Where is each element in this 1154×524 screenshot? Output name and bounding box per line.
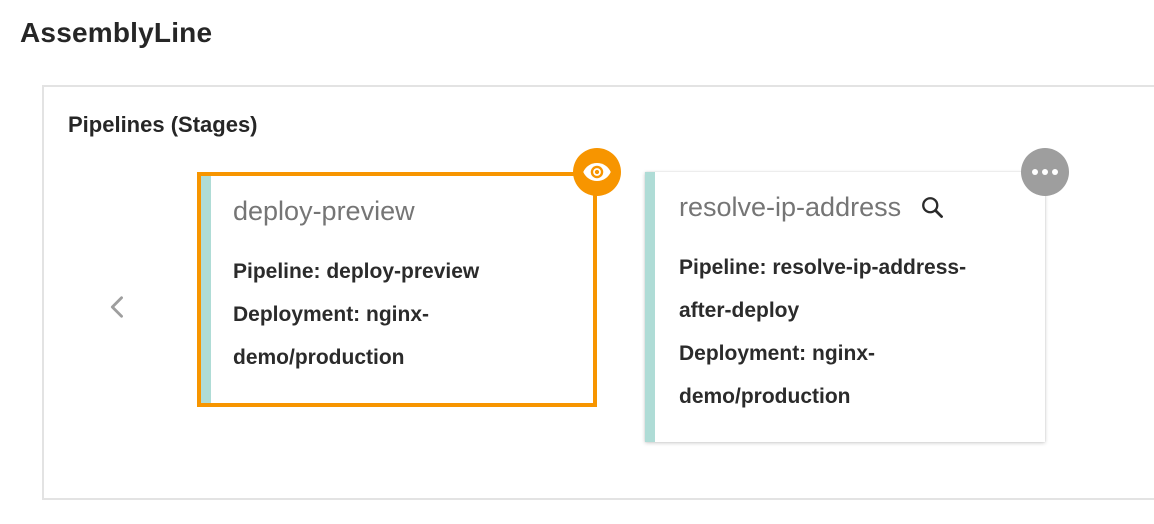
more-options-badge[interactable] bbox=[1021, 148, 1069, 196]
stage-card-deploy-preview[interactable]: deploy-preview Pipeline: deploy-preview … bbox=[197, 148, 621, 407]
pipelines-panel: Pipelines (Stages) deploy-preview Pipeli… bbox=[42, 85, 1154, 500]
stages-carousel: deploy-preview Pipeline: deploy-preview … bbox=[68, 148, 1146, 442]
stage-pipeline-text: Pipeline: deploy-preview bbox=[233, 260, 480, 283]
stage-deployment-text: Deployment: nginx-demo/production bbox=[679, 342, 876, 408]
stage-pipeline-text: Pipeline: resolve-ip-address-after-deplo… bbox=[679, 256, 967, 322]
card-accent-strip bbox=[645, 172, 655, 442]
eye-icon bbox=[582, 157, 612, 187]
panel-title: Pipelines (Stages) bbox=[68, 112, 258, 137]
search-icon bbox=[918, 193, 946, 221]
stage-card-resolve-ip-address[interactable]: resolve-ip-address Pipeline: resolve-i bbox=[645, 148, 1069, 442]
carousel-prev-button[interactable] bbox=[98, 287, 138, 327]
search-stage-button[interactable] bbox=[917, 192, 947, 222]
view-stage-badge[interactable] bbox=[573, 148, 621, 196]
stage-deployment-text: Deployment: nginx-demo/production bbox=[233, 303, 430, 369]
stage-card-title: deploy-preview bbox=[233, 196, 415, 226]
stage-card-title: resolve-ip-address bbox=[679, 192, 902, 222]
ellipsis-icon bbox=[1042, 169, 1048, 175]
chevron-left-icon bbox=[101, 290, 135, 324]
ellipsis-icon bbox=[1032, 169, 1038, 175]
ellipsis-icon bbox=[1052, 169, 1058, 175]
page-title: AssemblyLine bbox=[20, 17, 213, 48]
card-accent-strip bbox=[201, 176, 211, 403]
stage-cards: deploy-preview Pipeline: deploy-preview … bbox=[197, 148, 1069, 442]
